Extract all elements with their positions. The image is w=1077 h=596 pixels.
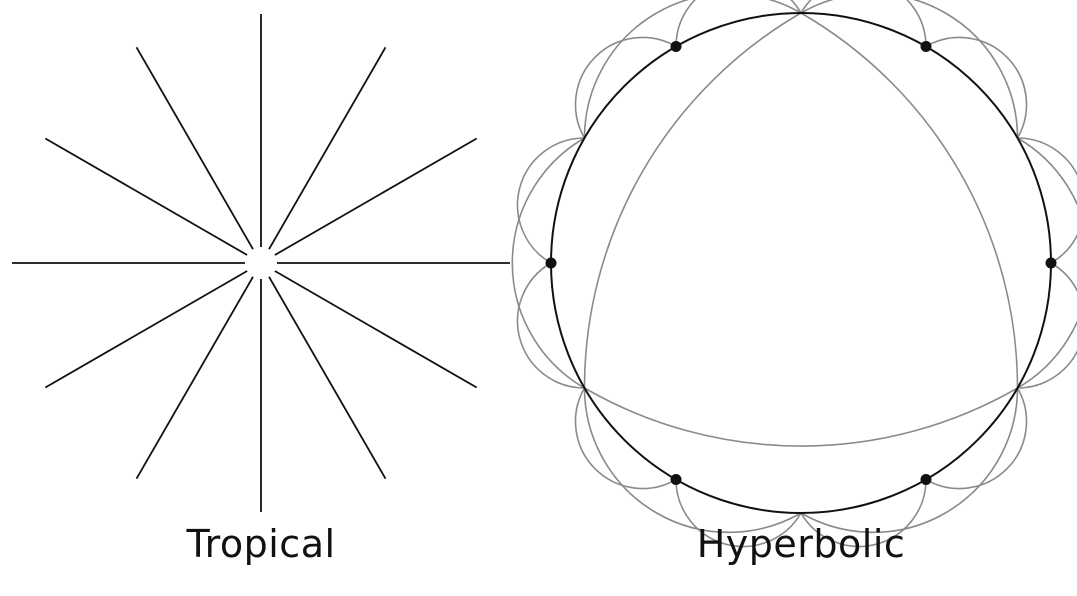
tropical-ray bbox=[268, 46, 387, 250]
tropical-label: Tropical bbox=[186, 522, 336, 566]
hyperbolic-disk-diagram bbox=[511, 0, 1077, 548]
hyperbolic-label: Hyperbolic bbox=[696, 522, 906, 566]
geodesic-arc bbox=[925, 387, 1028, 490]
geodesic-arc bbox=[925, 36, 1028, 139]
geodesic-arc bbox=[516, 137, 585, 264]
geodesic-arc bbox=[511, 137, 585, 389]
geodesic-arc bbox=[583, 0, 802, 139]
disk-boundary-circle bbox=[550, 12, 1052, 514]
tropical-ray bbox=[135, 46, 254, 250]
marked-point bbox=[670, 40, 682, 52]
geodesic-arc bbox=[675, 0, 802, 47]
geodesic-arc bbox=[1017, 262, 1077, 389]
geodesic-arc bbox=[583, 387, 802, 534]
tropical-ray bbox=[135, 276, 254, 480]
marked-point bbox=[920, 40, 932, 52]
geodesic-arc bbox=[800, 0, 1019, 139]
geodesic-arc bbox=[800, 387, 1019, 534]
geodesic-arc bbox=[583, 12, 802, 389]
geodesic-arc bbox=[800, 479, 927, 548]
tropical-ray bbox=[44, 270, 248, 389]
geodesic-arc bbox=[516, 262, 585, 389]
geodesic-arcs bbox=[511, 0, 1077, 548]
geodesic-arc bbox=[1017, 137, 1077, 389]
marked-points bbox=[545, 40, 1057, 486]
marked-point bbox=[670, 474, 682, 486]
tropical-ray bbox=[274, 270, 478, 389]
tropical-star-diagram bbox=[12, 14, 510, 512]
geodesic-arc bbox=[800, 0, 927, 47]
geodesic-arc bbox=[574, 387, 677, 490]
geodesic-arc bbox=[1017, 137, 1077, 264]
tropical-ray bbox=[44, 137, 248, 256]
tropical-ray bbox=[268, 276, 387, 480]
marked-point bbox=[1045, 257, 1057, 269]
marked-point bbox=[920, 474, 932, 486]
geodesic-arc bbox=[800, 12, 1019, 389]
geodesic-arc bbox=[584, 387, 1018, 447]
tropical-ray bbox=[274, 137, 478, 256]
geodesic-arc bbox=[675, 479, 802, 548]
geodesic-arc bbox=[574, 36, 677, 139]
marked-point bbox=[545, 257, 557, 269]
